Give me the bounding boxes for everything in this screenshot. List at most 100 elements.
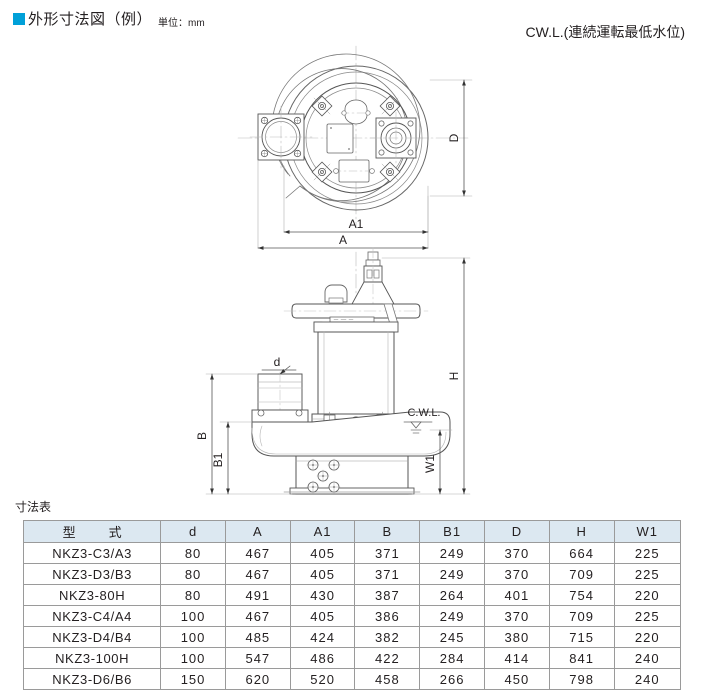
cell-A1: 486 (289, 647, 356, 669)
cell-B1: 249 (419, 542, 485, 564)
column-header-A: A (224, 520, 291, 543)
cell-W1: 225 (613, 542, 682, 564)
cell-d: 80 (160, 563, 226, 585)
dim-label-cwl: C.W.L. (407, 407, 440, 419)
cell-A1: 405 (289, 542, 356, 564)
cell-D: 370 (484, 605, 550, 627)
table-row: NKZ3-C4/A4 100 467 405 386 249 370 709 2… (22, 605, 682, 627)
cell-B1: 245 (419, 626, 485, 648)
table-header-row: 型 式 d A A1 B B1 D H W1 (22, 520, 682, 543)
cell-B1: 266 (419, 668, 485, 690)
cell-B: 382 (354, 626, 421, 648)
cell-H: 709 (548, 605, 615, 627)
cell-A: 467 (224, 563, 291, 585)
cell-W1: 220 (613, 584, 682, 606)
column-header-model: 型 式 (22, 520, 162, 543)
cwl-note: CW.L.(連続運転最低水位) (525, 24, 685, 40)
cell-B: 387 (354, 584, 421, 606)
dim-W1: W1 (423, 429, 442, 495)
cell-B1: 249 (419, 605, 485, 627)
cell-W1: 240 (613, 668, 682, 690)
cell-A: 485 (224, 626, 291, 648)
cell-model: NKZ3-D6/B6 (22, 668, 162, 690)
cell-W1: 225 (613, 563, 682, 585)
column-header-A1: A1 (289, 520, 356, 543)
column-header-d: d (160, 520, 226, 543)
cell-d: 100 (160, 647, 226, 669)
table-row: NKZ3-D3/B3 80 467 405 371 249 370 709 22… (22, 563, 682, 585)
table-row: NKZ3-C3/A3 80 467 405 371 249 370 664 22… (22, 542, 682, 564)
cell-B: 371 (354, 542, 421, 564)
dim-label-d: d (274, 355, 281, 369)
table-row: NKZ3-80H 80 491 430 387 264 401 754 220 (22, 584, 682, 606)
column-header-W1: W1 (613, 520, 682, 543)
dim-label-H: H (447, 372, 461, 381)
cell-B1: 284 (419, 647, 485, 669)
cell-d: 150 (160, 668, 226, 690)
elevation-view: d B B1 (195, 247, 471, 495)
cell-A1: 424 (289, 626, 356, 648)
cell-A1: 520 (289, 668, 356, 690)
cell-A: 467 (224, 605, 291, 627)
table-caption: 寸法表 (15, 500, 52, 514)
cell-A1: 405 (289, 563, 356, 585)
cell-d: 100 (160, 626, 226, 648)
cell-D: 450 (484, 668, 550, 690)
dim-B: B (195, 373, 214, 495)
cell-B1: 264 (419, 584, 485, 606)
cell-A: 620 (224, 668, 291, 690)
cell-d: 80 (160, 584, 226, 606)
cell-model: NKZ3-80H (22, 584, 162, 606)
cell-D: 414 (484, 647, 550, 669)
cell-A: 467 (224, 542, 291, 564)
column-header-B1: B1 (419, 520, 485, 543)
page-title: 外形寸法図（例） (28, 11, 153, 28)
dim-B1: B1 (211, 421, 230, 495)
cell-model: NKZ3-D3/B3 (22, 563, 162, 585)
cell-D: 370 (484, 563, 550, 585)
cell-A: 491 (224, 584, 291, 606)
cell-B: 386 (354, 605, 421, 627)
column-header-B: B (354, 520, 421, 543)
cell-H: 798 (548, 668, 615, 690)
cell-D: 370 (484, 542, 550, 564)
page-header: 外形寸法図（例） 単位：mm CW.L.(連続運転最低水位) (0, 0, 704, 40)
cell-A1: 430 (289, 584, 356, 606)
cell-W1: 240 (613, 647, 682, 669)
cell-model: NKZ3-C4/A4 (22, 605, 162, 627)
table-row: NKZ3-D4/B4 100 485 424 382 245 380 715 2… (22, 626, 682, 648)
cell-B: 422 (354, 647, 421, 669)
outline-dimension-drawing: D A1 A (0, 36, 704, 496)
dim-label-A1: A1 (349, 217, 364, 231)
cell-B: 458 (354, 668, 421, 690)
cell-D: 380 (484, 626, 550, 648)
cell-model: NKZ3-D4/B4 (22, 626, 162, 648)
dim-H: H (447, 257, 466, 495)
callout-d: d (261, 355, 297, 375)
dim-A: A (257, 233, 429, 250)
cell-W1: 220 (613, 626, 682, 648)
plan-view: D A1 A (237, 45, 473, 250)
cell-d: 100 (160, 605, 226, 627)
cell-W1: 225 (613, 605, 682, 627)
cell-d: 80 (160, 542, 226, 564)
column-header-D: D (484, 520, 550, 543)
title-bullet-icon (13, 13, 25, 25)
cell-H: 664 (548, 542, 615, 564)
unit-label: 単位：mm (158, 18, 205, 29)
cell-H: 754 (548, 584, 615, 606)
cell-H: 709 (548, 563, 615, 585)
cell-A1: 405 (289, 605, 356, 627)
dimension-table: 型 式 d A A1 B B1 D H W1 NKZ3-C3/A3 80 467… (22, 520, 682, 690)
cell-model: NKZ3-100H (22, 647, 162, 669)
dim-D: D (447, 79, 466, 197)
dim-label-B1: B1 (211, 452, 225, 467)
dim-label-D: D (447, 133, 461, 142)
dim-label-W1: W1 (423, 455, 437, 473)
cell-A: 547 (224, 647, 291, 669)
cell-B1: 249 (419, 563, 485, 585)
water-level-marker: C.W.L. (403, 407, 441, 434)
cell-B: 371 (354, 563, 421, 585)
dim-label-B: B (195, 432, 209, 440)
dim-A1: A1 (283, 217, 429, 234)
